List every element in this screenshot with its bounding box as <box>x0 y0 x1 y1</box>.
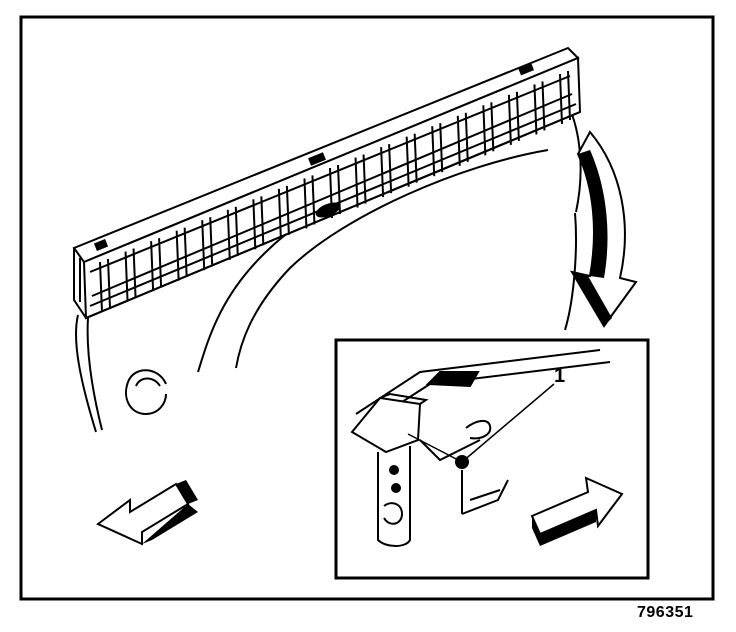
rail-rib-inner <box>183 227 188 277</box>
rail-rib <box>482 105 487 156</box>
rail-rib-inner <box>413 133 418 183</box>
rail-rib <box>226 209 231 260</box>
callout-1-fastener: 1 <box>407 365 565 469</box>
front-direction-arrow <box>96 480 198 546</box>
rail-rib-inner <box>234 206 239 256</box>
rail-rib-inner <box>285 185 290 235</box>
rail-rib <box>99 261 103 313</box>
rail-rib-inner <box>337 164 341 215</box>
rail-rib-inner <box>541 81 546 131</box>
rail-rib <box>354 157 359 208</box>
rail-rib-inner <box>490 102 495 152</box>
rail-rib-inner <box>439 123 444 173</box>
rail-rib-inner <box>132 248 137 298</box>
figure-number: 796351 <box>637 604 694 621</box>
rail-rib <box>329 167 333 219</box>
rail-rib-inner <box>362 154 367 204</box>
rail-rib <box>175 230 180 281</box>
rail-rib <box>559 73 563 125</box>
detail-inset-frame <box>334 338 650 580</box>
rail-rib-inner <box>311 175 316 225</box>
rail-rib-inner <box>209 217 214 267</box>
rail-cap-ribs <box>99 70 571 313</box>
rail-rib <box>124 251 129 302</box>
rail-rib <box>380 147 385 198</box>
detail-pointer-arrow <box>569 130 638 328</box>
rail-rib-inner <box>515 91 520 141</box>
rail-rib-inner <box>464 112 469 162</box>
rail-rib-inner <box>158 238 163 288</box>
rail-rib-inner <box>567 70 571 121</box>
fuel-door-circle <box>125 369 167 416</box>
rail-rib <box>431 126 436 177</box>
rail-rib <box>405 136 410 187</box>
rail-rib <box>303 178 308 229</box>
rail-rib-inner <box>260 196 265 246</box>
top-rail-cap <box>72 46 582 320</box>
rail-rib <box>533 84 538 135</box>
rail-rib <box>201 220 206 271</box>
rail-rib-inner <box>107 258 111 309</box>
rail-rib <box>507 94 512 145</box>
detail-rail-cap-end <box>350 349 611 547</box>
rail-rib <box>456 115 461 166</box>
rear-direction-arrow <box>530 476 624 546</box>
rail-rib-inner <box>388 144 393 194</box>
rail-rib <box>252 199 257 250</box>
rail-rib <box>150 241 155 292</box>
callout-number: 1 <box>554 365 565 387</box>
rail-rib <box>277 188 282 239</box>
